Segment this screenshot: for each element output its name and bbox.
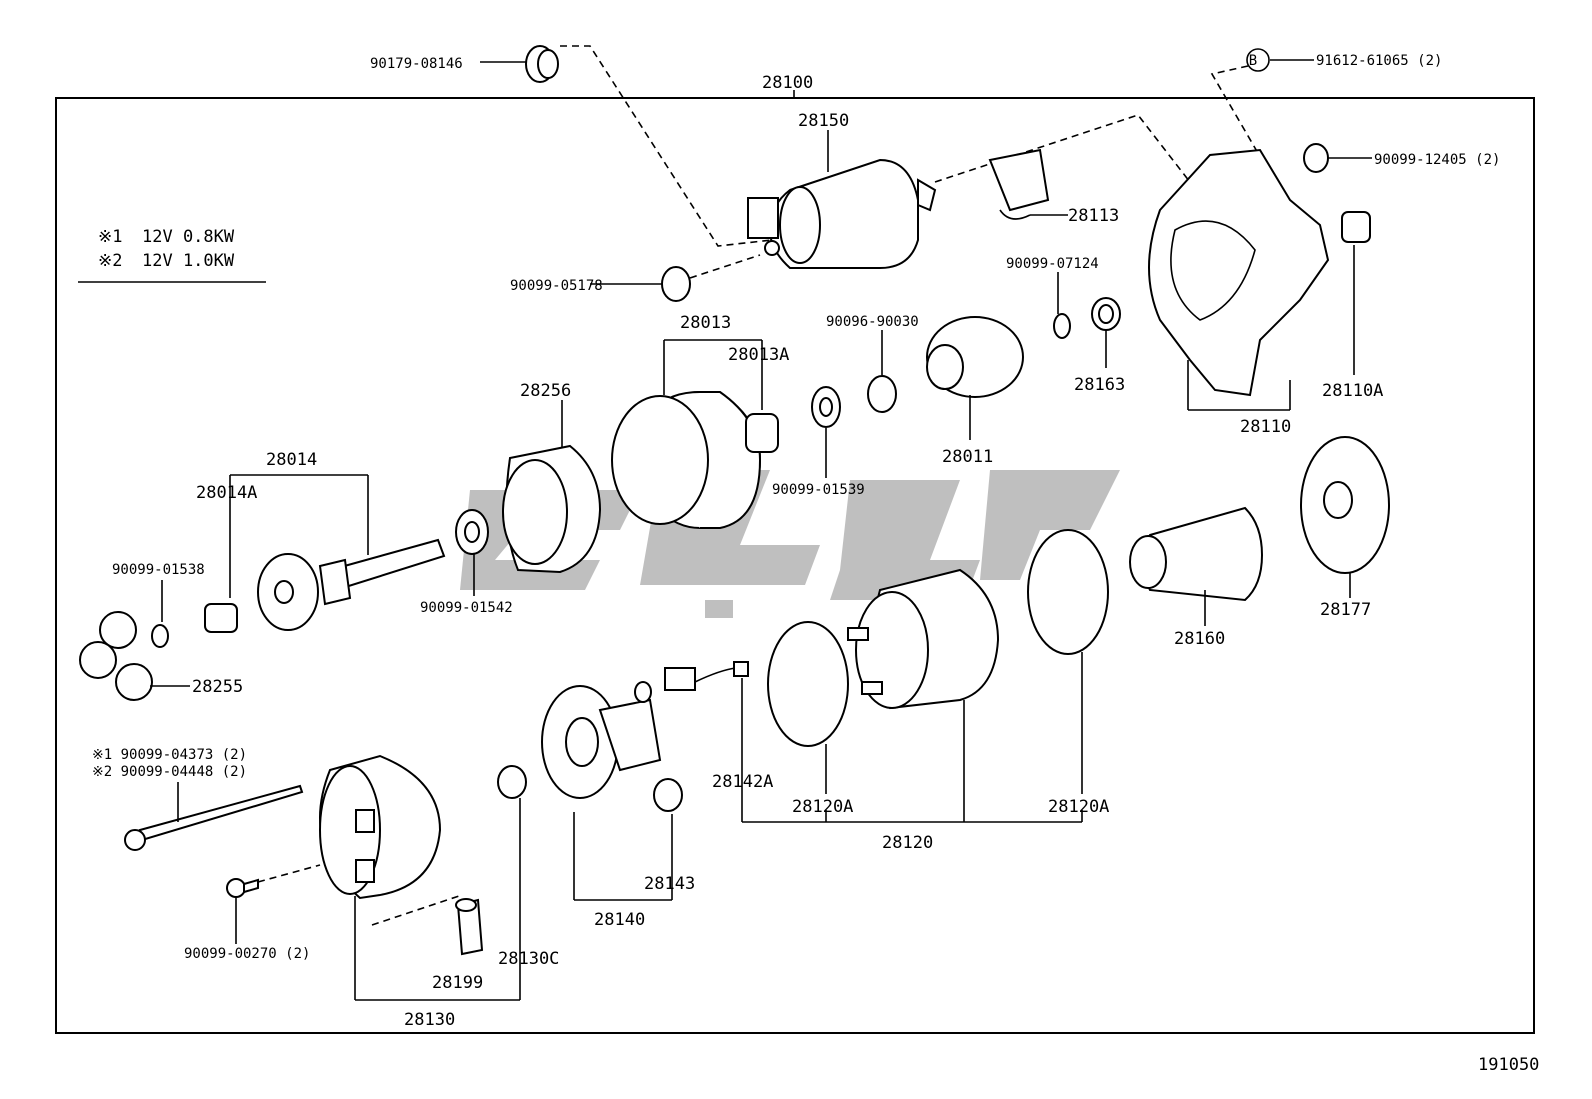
part-28013-housing (611, 339, 779, 529)
part-28255-gears (79, 611, 190, 701)
label-28013: 28013 (680, 313, 731, 333)
label-b-mark: B (1249, 53, 1257, 69)
label-28014: 28014 (266, 450, 317, 470)
part-28150-solenoid (689, 114, 1201, 279)
spec-1-mark: ※1 (98, 227, 122, 247)
part-28160-armature (1129, 506, 1264, 626)
label-28100: 28100 (762, 73, 813, 93)
part-28014-shaft (229, 474, 446, 631)
part-28142A-lead (664, 661, 749, 691)
part-28110A-bushing (1341, 211, 1371, 375)
part-28113-terminal (988, 148, 1068, 220)
label-28013A: 28013A (728, 345, 789, 365)
spec-note: ※1 12V 0.8KW ※2 12V 1.0KW (78, 227, 266, 283)
label-28142A: 28142A (712, 772, 773, 792)
label-28150: 28150 (798, 111, 849, 131)
label-90099-07124: 90099-07124 (1006, 256, 1099, 272)
part-90099-01538 (151, 580, 169, 648)
part-90099-12405 (1303, 143, 1372, 173)
part-90099-01539 (811, 386, 841, 478)
label-28110A: 28110A (1322, 381, 1383, 401)
label-28255: 28255 (192, 677, 243, 697)
part-90099-00270 (226, 878, 259, 944)
spec-1-text: 12V 0.8KW (142, 227, 235, 247)
label-28120A-left: 28120A (792, 797, 853, 817)
ref-mark-b (1210, 48, 1314, 161)
label-28199: 28199 (432, 973, 483, 993)
spec-2-mark: ※2 (98, 251, 122, 271)
label-28177: 28177 (1320, 600, 1371, 620)
label-90099-04448: ※2 90099-04448 (2) (92, 764, 247, 780)
label-28140: 28140 (594, 910, 645, 930)
label-28130: 28130 (404, 1010, 455, 1030)
part-28130-end-frame (257, 754, 520, 1001)
label-90099-04373: ※1 90099-04373 (2) (92, 747, 247, 763)
watermark (460, 470, 1120, 618)
label-90099-12405: 90099-12405 (2) (1374, 152, 1500, 168)
label-90099-01539: 90099-01539 (772, 482, 865, 498)
part-through-bolt (124, 782, 304, 851)
label-90099-00270: 90099-00270 (2) (184, 946, 310, 962)
part-28120A-orings (767, 529, 1109, 794)
part-90099-01542 (455, 509, 489, 596)
label-28160: 28160 (1174, 629, 1225, 649)
part-28163-washer (1091, 297, 1121, 368)
label-91612-61065: 91612-61065 (2) (1316, 53, 1442, 69)
label-28014A: 28014A (196, 483, 257, 503)
label-90179-08146: 90179-08146 (370, 56, 463, 72)
spec-2-text: 12V 1.0KW (142, 251, 235, 271)
part-28110-housing (1148, 148, 1330, 411)
part-90096-90030 (867, 330, 897, 413)
part-90179-08146 (480, 45, 773, 247)
part-28256-ring-gear (502, 400, 602, 574)
part-28140-brush-holder (541, 681, 683, 901)
part-28199-pin (455, 898, 484, 956)
part-28120-yoke (741, 568, 1083, 823)
label-28143: 28143 (644, 874, 695, 894)
label-28120A-right: 28120A (1048, 797, 1109, 817)
label-28256: 28256 (520, 381, 571, 401)
label-28130C: 28130C (498, 949, 559, 969)
label-28163: 28163 (1074, 375, 1125, 395)
assembly-frame (55, 97, 1535, 1034)
part-28177-plate (1300, 436, 1390, 598)
label-90096-90030: 90096-90030 (826, 314, 919, 330)
diagram-id: 191050 (1478, 1055, 1539, 1075)
label-28110: 28110 (1240, 417, 1291, 437)
label-28113: 28113 (1068, 206, 1119, 226)
label-28120: 28120 (882, 833, 933, 853)
part-90099-07124 (1053, 272, 1071, 339)
part-28011-clutch (926, 316, 1024, 440)
label-90099-01542: 90099-01542 (420, 600, 513, 616)
label-28011: 28011 (942, 447, 993, 467)
part-28014A-bushing (204, 603, 238, 633)
label-90099-05178: 90099-05178 (510, 278, 603, 294)
part-28130C-bushing (497, 765, 527, 1000)
part-90099-05178 (590, 266, 691, 302)
label-90099-01538: 90099-01538 (112, 562, 205, 578)
